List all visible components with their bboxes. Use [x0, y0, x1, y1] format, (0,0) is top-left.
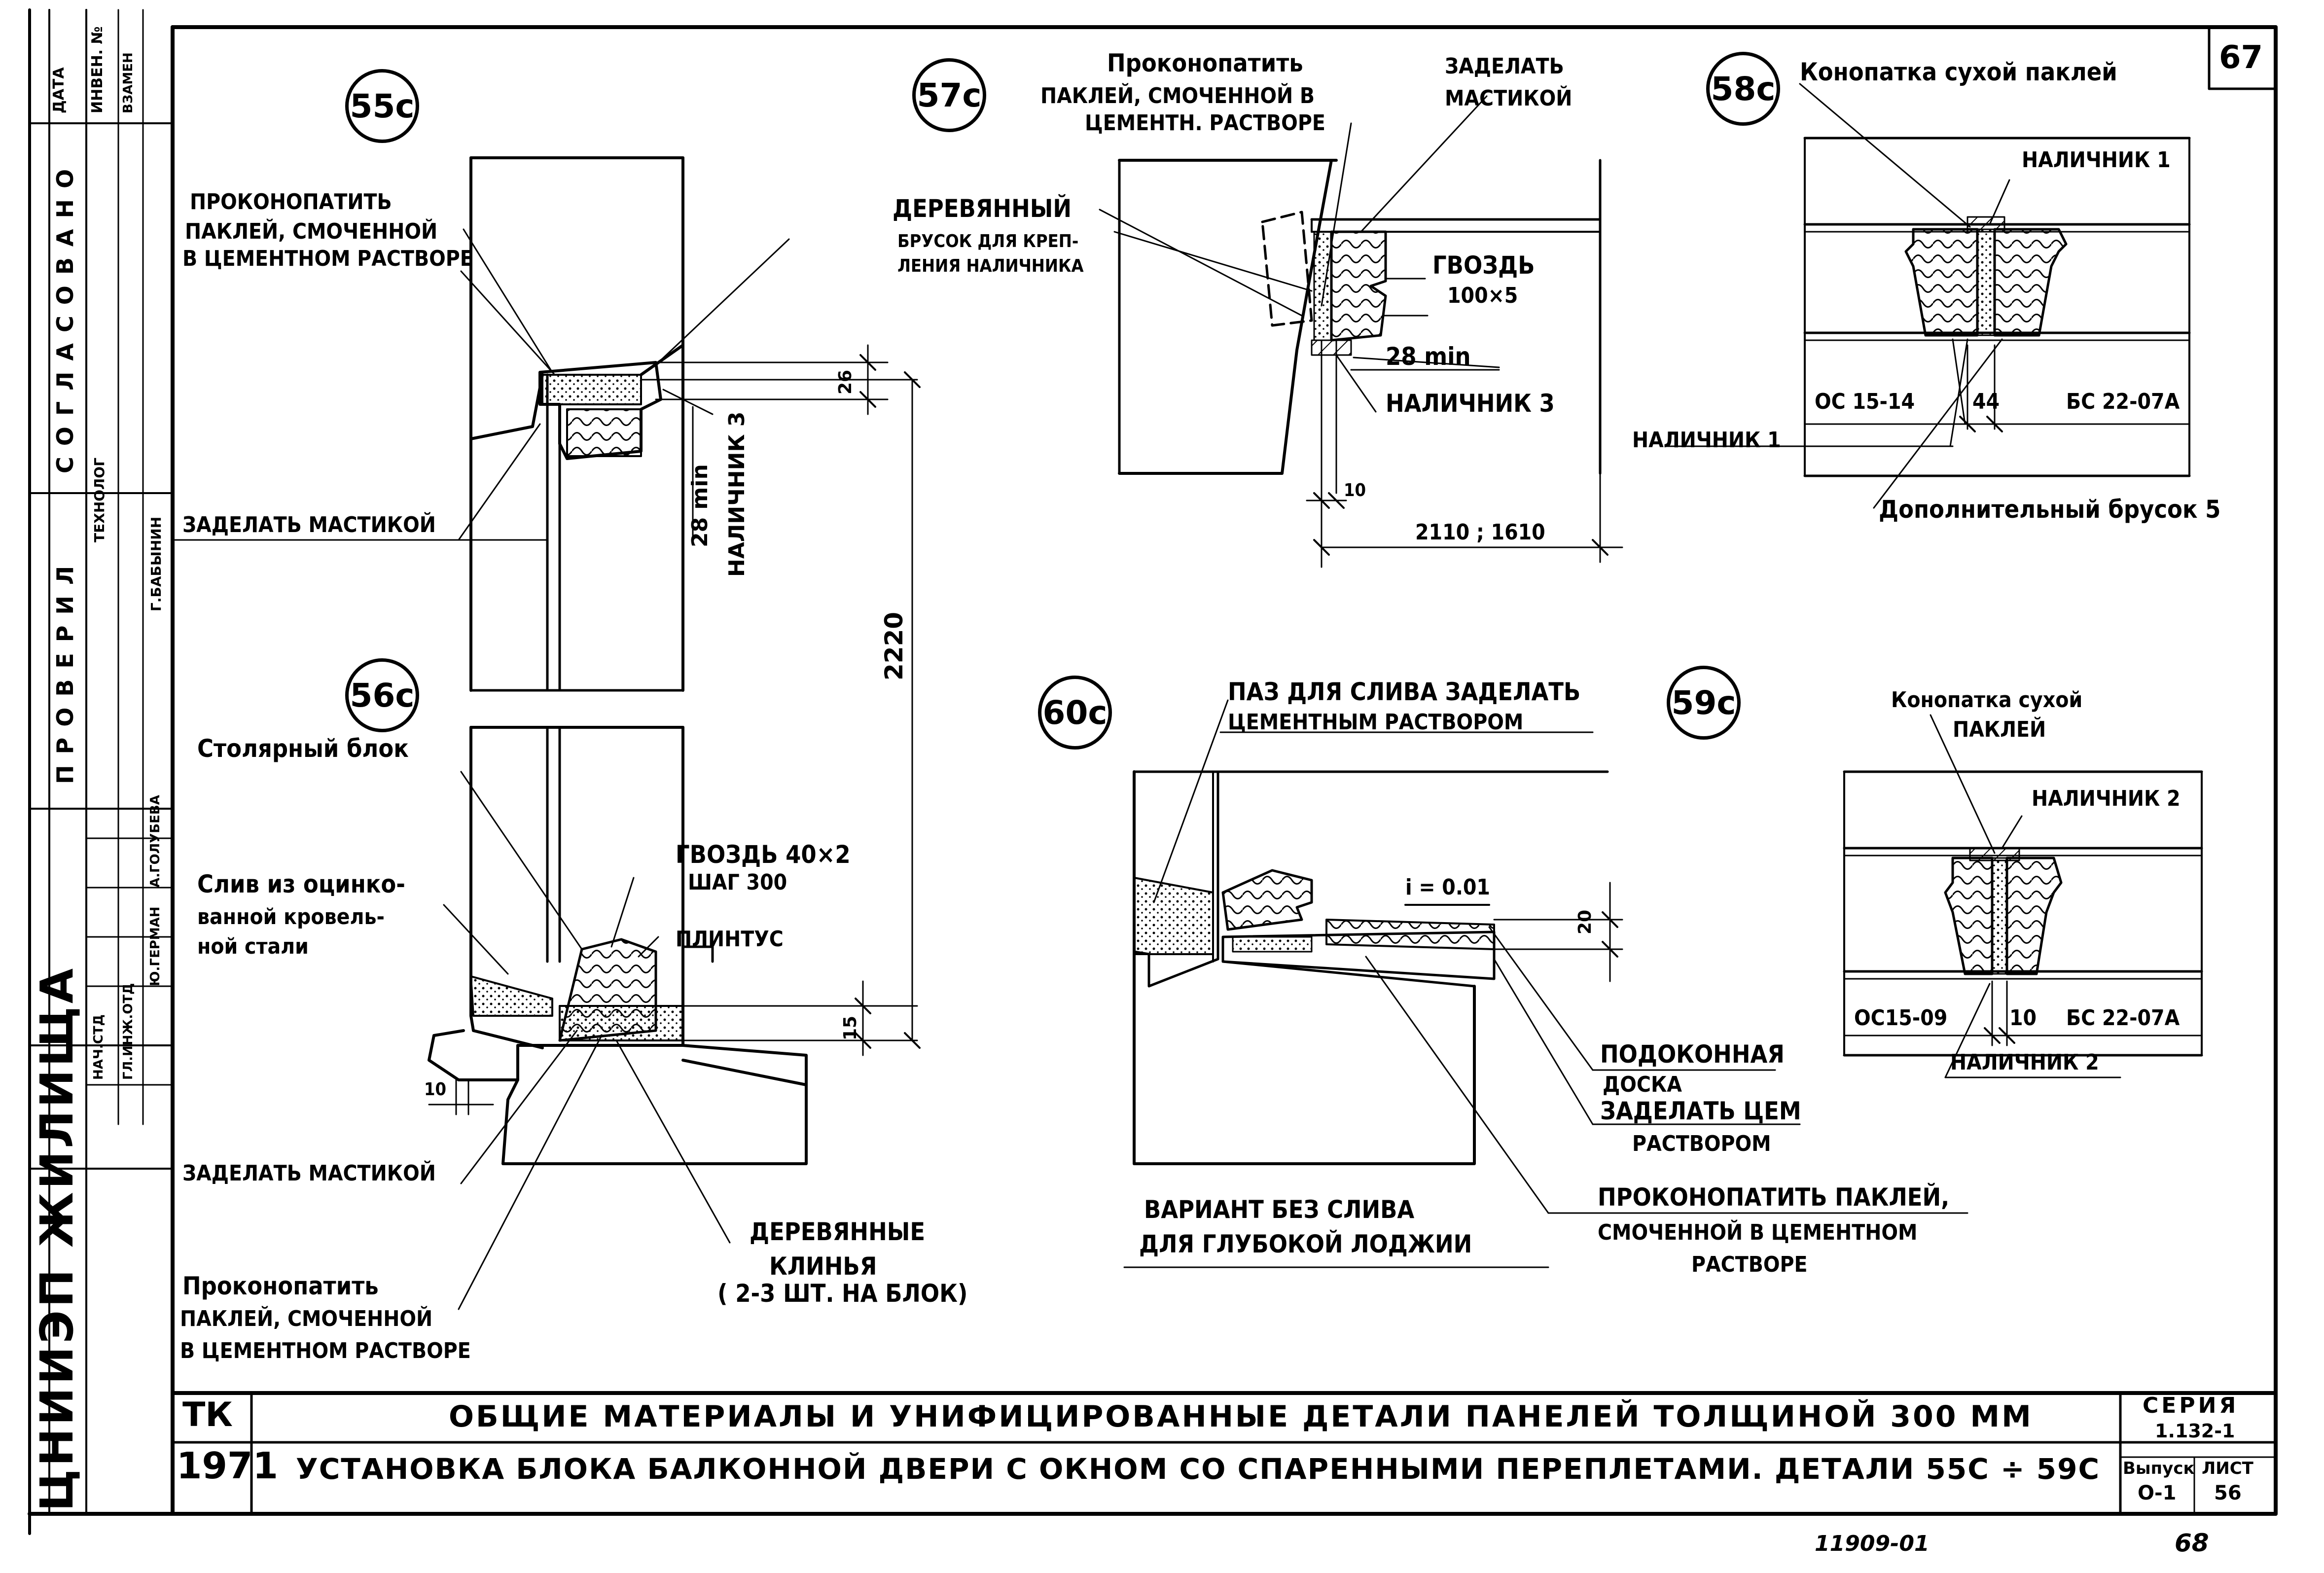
- stamp-header-date: ДАТА: [50, 67, 68, 113]
- label-59c-left: ОС15-09: [1854, 1005, 1948, 1031]
- detail-55c-marker: 55с: [345, 69, 419, 143]
- label-58c-right: БС 22-07А: [2066, 389, 2180, 414]
- label-57c-caulk1: Проконопатить: [1107, 49, 1303, 77]
- label-57c-mastic2: МАСТИКОЙ: [1445, 86, 1573, 111]
- label-60c-caulk3: РАСТВОРЕ: [1691, 1252, 1808, 1277]
- label-56c-drip2: ванной кровель-: [197, 904, 385, 930]
- label-56c-caulk1: Проконопатить: [182, 1272, 379, 1300]
- dim-60c-20: 20: [1575, 909, 1595, 934]
- label-58c-trim1b: НАЛИЧНИК 1: [1632, 428, 1781, 453]
- label-55c-caulk: ПРОКОНОПАТИТЬ: [190, 189, 392, 214]
- label-58c-bar: Дополнительный брусок 5: [1879, 495, 2221, 524]
- detail-60c-marker: 60с: [1038, 676, 1112, 750]
- title-main: ОБЩИЕ МАТЕРИАЛЫ И УНИФИЦИРОВАННЫЕ ДЕТАЛИ…: [449, 1399, 2033, 1434]
- label-60c-slope: i = 0.01: [1405, 875, 1490, 900]
- label-56c-wedges1: ДЕРЕВЯННЫЕ: [750, 1217, 926, 1246]
- label-55c-min: 28 min: [687, 464, 713, 547]
- label-56c-plinth: ПЛИНТУС: [676, 927, 784, 952]
- label-60c-groove2: ЦЕМЕНТНЫМ РАСТВОРОМ: [1228, 710, 1524, 735]
- label-59c-trim2: НАЛИЧНИК 2: [2032, 786, 2181, 811]
- label-57c-bar2: БРУСОК ДЛЯ КРЕП-: [897, 231, 1079, 251]
- stamp-name-babynin: Г.БАБЫНИН: [148, 516, 164, 611]
- label-57c-caulk3: ЦЕМЕНТН. РАСТВОРЕ: [1085, 110, 1325, 136]
- title-year: 1971: [177, 1445, 278, 1487]
- issue-label: Выпуск: [2123, 1459, 2195, 1478]
- dim-57c-width: 2110 ; 1610: [1415, 520, 1545, 545]
- label-59c-caulk1: Конопатка сухой: [1891, 687, 2083, 713]
- label-57c-trim: НАЛИЧНИК 3: [1386, 389, 1555, 418]
- label-56c-drip3: ной стали: [197, 934, 309, 959]
- label-59c-caulk2: ПАКЛЕЙ: [1953, 717, 2046, 742]
- series-label: СЕРИЯ: [2143, 1393, 2239, 1418]
- stamp-header-inv: ИНВЕН. №: [89, 26, 106, 113]
- label-57c-nail2: 100×5: [1447, 283, 1518, 308]
- label-56c-mastic: ЗАДЕЛАТЬ МАСТИКОЙ: [182, 1161, 436, 1186]
- label-55c-caulk3: В ЦЕМЕНТНОМ РАСТВОРЕ: [182, 246, 473, 271]
- stamp-role-1: НАЧ.СТД: [91, 1014, 106, 1080]
- label-55c-trim: НАЛИЧНИК 3: [724, 411, 750, 577]
- stamp-header-replace: ВЗАМЕН: [121, 52, 136, 113]
- label-60c-variant1: ВАРИАНТ БЕЗ СЛИВА: [1144, 1195, 1415, 1224]
- label-59c-trim2b: НАЛИЧНИК 2: [1950, 1050, 2099, 1075]
- dim-56c-10: 10: [424, 1079, 447, 1100]
- label-56c-caulk3: В ЦЕМЕНТНОМ РАСТВОРЕ: [180, 1338, 471, 1363]
- stamp-agreed: СОГЛАСОВАНО: [52, 158, 78, 473]
- dim-57c-10: 10: [1344, 480, 1366, 500]
- stamp-name-german: Ю.ГЕРМАН: [148, 906, 163, 986]
- sheet-number: 67: [2219, 39, 2263, 76]
- stamp-role-2: ГЛ.ИНЖ.ОТД: [121, 983, 136, 1080]
- label-59c-right: БС 22-07А: [2066, 1005, 2180, 1031]
- label-57c-bar3: ЛЕНИЯ НАЛИЧНИКА: [897, 256, 1084, 276]
- issue-value: О-1: [2138, 1482, 2177, 1504]
- label-57c-min: 28 min: [1386, 342, 1471, 371]
- label-60c-caulk2: СМОЧЕННОЙ В ЦЕМЕНТНОМ: [1598, 1220, 1918, 1245]
- label-60c-sill1: ПОДОКОННАЯ: [1600, 1040, 1785, 1069]
- label-58c-left: ОС 15-14: [1815, 389, 1915, 414]
- label-58c-trim1: НАЛИЧНИК 1: [2022, 147, 2171, 173]
- label-56c-drip1: Слив из оцинко-: [197, 870, 405, 898]
- sheet-label: ЛИСТ: [2202, 1459, 2253, 1478]
- dim-55c-26: 26: [835, 369, 856, 394]
- detail-59c-marker: 59с: [1667, 666, 1741, 740]
- detail-56c-marker: 56с: [345, 658, 419, 732]
- footer-doc-number: 11909-01: [1815, 1531, 1930, 1556]
- title-tk: ТК: [182, 1395, 233, 1434]
- label-60c-variant2: ДЛЯ ГЛУБОКОЙ ЛОДЖИИ: [1139, 1230, 1472, 1258]
- detail-58c-marker: 58с: [1706, 52, 1780, 126]
- label-60c-sill2: ДОСКА: [1603, 1072, 1682, 1097]
- label-56c-wedges3: ( 2-3 ШТ. НА БЛОК): [717, 1279, 968, 1308]
- label-57c-mastic1: ЗАДЕЛАТЬ: [1445, 54, 1564, 79]
- label-56c-block: Столярный блок: [197, 734, 409, 763]
- label-57c-nail1: ГВОЗДЬ: [1432, 251, 1535, 280]
- label-58c-mid: 44: [1972, 389, 2000, 414]
- detail-57c-marker: 57с: [912, 58, 986, 132]
- label-57c-bar1: ДЕРЕВЯННЫЙ: [893, 194, 1072, 223]
- label-59c-mid: 10: [2009, 1005, 2037, 1031]
- org-logo: ЦНИИЭП ЖИЛИЩА: [31, 965, 83, 1511]
- label-55c-caulk2: ПАКЛЕЙ, СМОЧЕННОЙ: [185, 219, 438, 244]
- label-57c-caulk2: ПАКЛЕЙ, СМОЧЕННОЙ В: [1040, 83, 1315, 108]
- title-sub: УСТАНОВКА БЛОКА БАЛКОННОЙ ДВЕРИ С ОКНОМ …: [296, 1452, 2101, 1486]
- sheet-value: 56: [2214, 1482, 2242, 1504]
- footer-page: 68: [2175, 1529, 2209, 1557]
- label-60c-cem1: ЗАДЕЛАТЬ ЦЕМ: [1600, 1097, 1801, 1125]
- stamp-name-golubeva: А.ГОЛУБЕВА: [148, 795, 163, 888]
- dim-55c-2220: 2220: [880, 611, 908, 680]
- label-55c-mastic: ЗАДЕЛАТЬ МАСТИКОЙ: [182, 512, 436, 537]
- series-value: 1.132-1: [2155, 1420, 2235, 1442]
- label-58c-caulk: Конопатка сухой паклей: [1800, 58, 2117, 86]
- label-60c-caulk1: ПРОКОНОПАТИТЬ ПАКЛЕЙ,: [1598, 1183, 1950, 1212]
- stamp-name-technologist: ТЕХНОЛОГ: [91, 458, 107, 542]
- label-56c-wedges2: КЛИНЬЯ: [769, 1252, 877, 1281]
- label-60c-cem2: РАСТВОРОМ: [1632, 1131, 1771, 1156]
- label-56c-nail2: ШАГ 300: [688, 870, 787, 895]
- label-56c-caulk2: ПАКЛЕЙ, СМОЧЕННОЙ: [180, 1306, 433, 1331]
- dim-56c-15: 15: [840, 1015, 860, 1040]
- label-60c-groove1: ПАЗ ДЛЯ СЛИВА ЗАДЕЛАТЬ: [1228, 678, 1581, 706]
- stamp-checked: ПРОВЕРИЛ: [52, 555, 78, 784]
- label-56c-nail1: ГВОЗДЬ 40×2: [676, 840, 851, 869]
